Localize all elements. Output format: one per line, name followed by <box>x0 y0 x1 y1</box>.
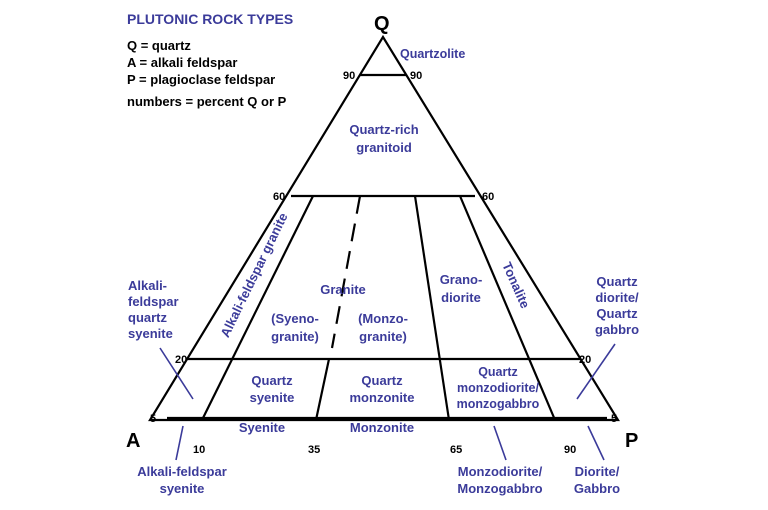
label-alkali-syenite-2: syenite <box>160 481 205 496</box>
label-alkali-quartz-syenite-1: Alkali- <box>128 278 167 293</box>
leader-alkali-quartz-syenite <box>159 347 194 400</box>
field-quartz-monzodiorite-3: monzogabbro <box>457 397 540 411</box>
leader-quartz-diorite <box>576 343 616 400</box>
tick-left-5: 5 <box>150 413 156 425</box>
tick-right-60: 60 <box>482 191 494 203</box>
qap-triangle <box>148 34 620 422</box>
legend-numbers: numbers = percent Q or P <box>127 94 287 109</box>
tick-left-20: 20 <box>175 354 187 366</box>
field-syenogranite-2: granite) <box>271 329 319 344</box>
field-quartz-monzonite-2: monzonite <box>350 390 415 405</box>
label-alkali-syenite-1: Alkali-feldspar <box>137 464 227 479</box>
tick-left-90: 90 <box>343 70 355 82</box>
label-diorite-1: Diorite/ <box>575 464 620 479</box>
field-granodiorite-1: Grano- <box>440 272 483 287</box>
tick-left-60: 60 <box>273 191 285 203</box>
legend-q: Q = quartz <box>127 38 191 53</box>
label-quartz-diorite-3: Quartz <box>596 306 638 321</box>
label-quartz-diorite-2: diorite/ <box>595 290 639 305</box>
line-p65 <box>413 195 451 421</box>
field-quartzolite: Quartzolite <box>400 47 465 61</box>
tick-bottom-10: 10 <box>193 444 205 456</box>
field-monzonite: Monzonite <box>350 420 414 435</box>
label-alkali-quartz-syenite-3: quartz <box>128 310 168 325</box>
label-alkali-quartz-syenite-4: syenite <box>128 326 173 341</box>
label-diorite-2: Gabbro <box>574 481 620 496</box>
vertex-p: P <box>625 430 638 452</box>
label-quartz-diorite-1: Quartz <box>596 274 638 289</box>
line-p90 <box>458 195 557 421</box>
field-quartz-monzodiorite-1: Quartz <box>478 365 518 379</box>
vertex-a: A <box>126 430 140 452</box>
line-p50-dashed <box>330 195 362 349</box>
field-granite: Granite <box>320 282 366 297</box>
tick-bottom-35: 35 <box>308 444 320 456</box>
tick-bottom-65: 65 <box>450 444 462 456</box>
field-quartz-syenite-2: syenite <box>250 390 295 405</box>
label-monzodiorite-1: Monzodiorite/ <box>458 464 543 479</box>
field-monzogranite-2: granite) <box>359 329 407 344</box>
label-alkali-quartz-syenite-2: feldspar <box>128 294 179 309</box>
label-quartz-diorite-4: gabbro <box>595 322 639 337</box>
field-quartz-syenite-1: Quartz <box>251 373 293 388</box>
field-syenite: Syenite <box>239 420 285 435</box>
tick-bottom-90: 90 <box>564 444 576 456</box>
field-quartz-rich-1: Quartz-rich <box>349 122 418 137</box>
vertex-q: Q <box>374 13 390 35</box>
field-quartz-monzonite-1: Quartz <box>361 373 403 388</box>
tick-right-20: 20 <box>579 354 591 366</box>
diagram-title: PLUTONIC ROCK TYPES <box>127 11 293 27</box>
leader-monzodiorite <box>493 425 507 461</box>
tick-right-90: 90 <box>410 70 422 82</box>
field-granodiorite-2: diorite <box>441 290 481 305</box>
field-monzogranite-1: (Monzo- <box>358 311 408 326</box>
legend-a: A = alkali feldspar <box>127 55 237 70</box>
line-p10 <box>201 195 314 421</box>
leader-alkali-syenite <box>175 425 184 461</box>
field-syenogranite-1: (Syeno- <box>271 311 319 326</box>
tick-right-5: 5 <box>611 413 617 425</box>
leader-diorite <box>587 425 605 461</box>
field-quartz-monzodiorite-2: monzodiorite/ <box>457 381 539 395</box>
legend-p: P = plagioclase feldspar <box>127 72 275 87</box>
line-p35-lower <box>314 358 331 421</box>
field-quartz-rich-2: granitoid <box>356 140 412 155</box>
label-monzodiorite-2: Monzogabbro <box>457 481 542 496</box>
